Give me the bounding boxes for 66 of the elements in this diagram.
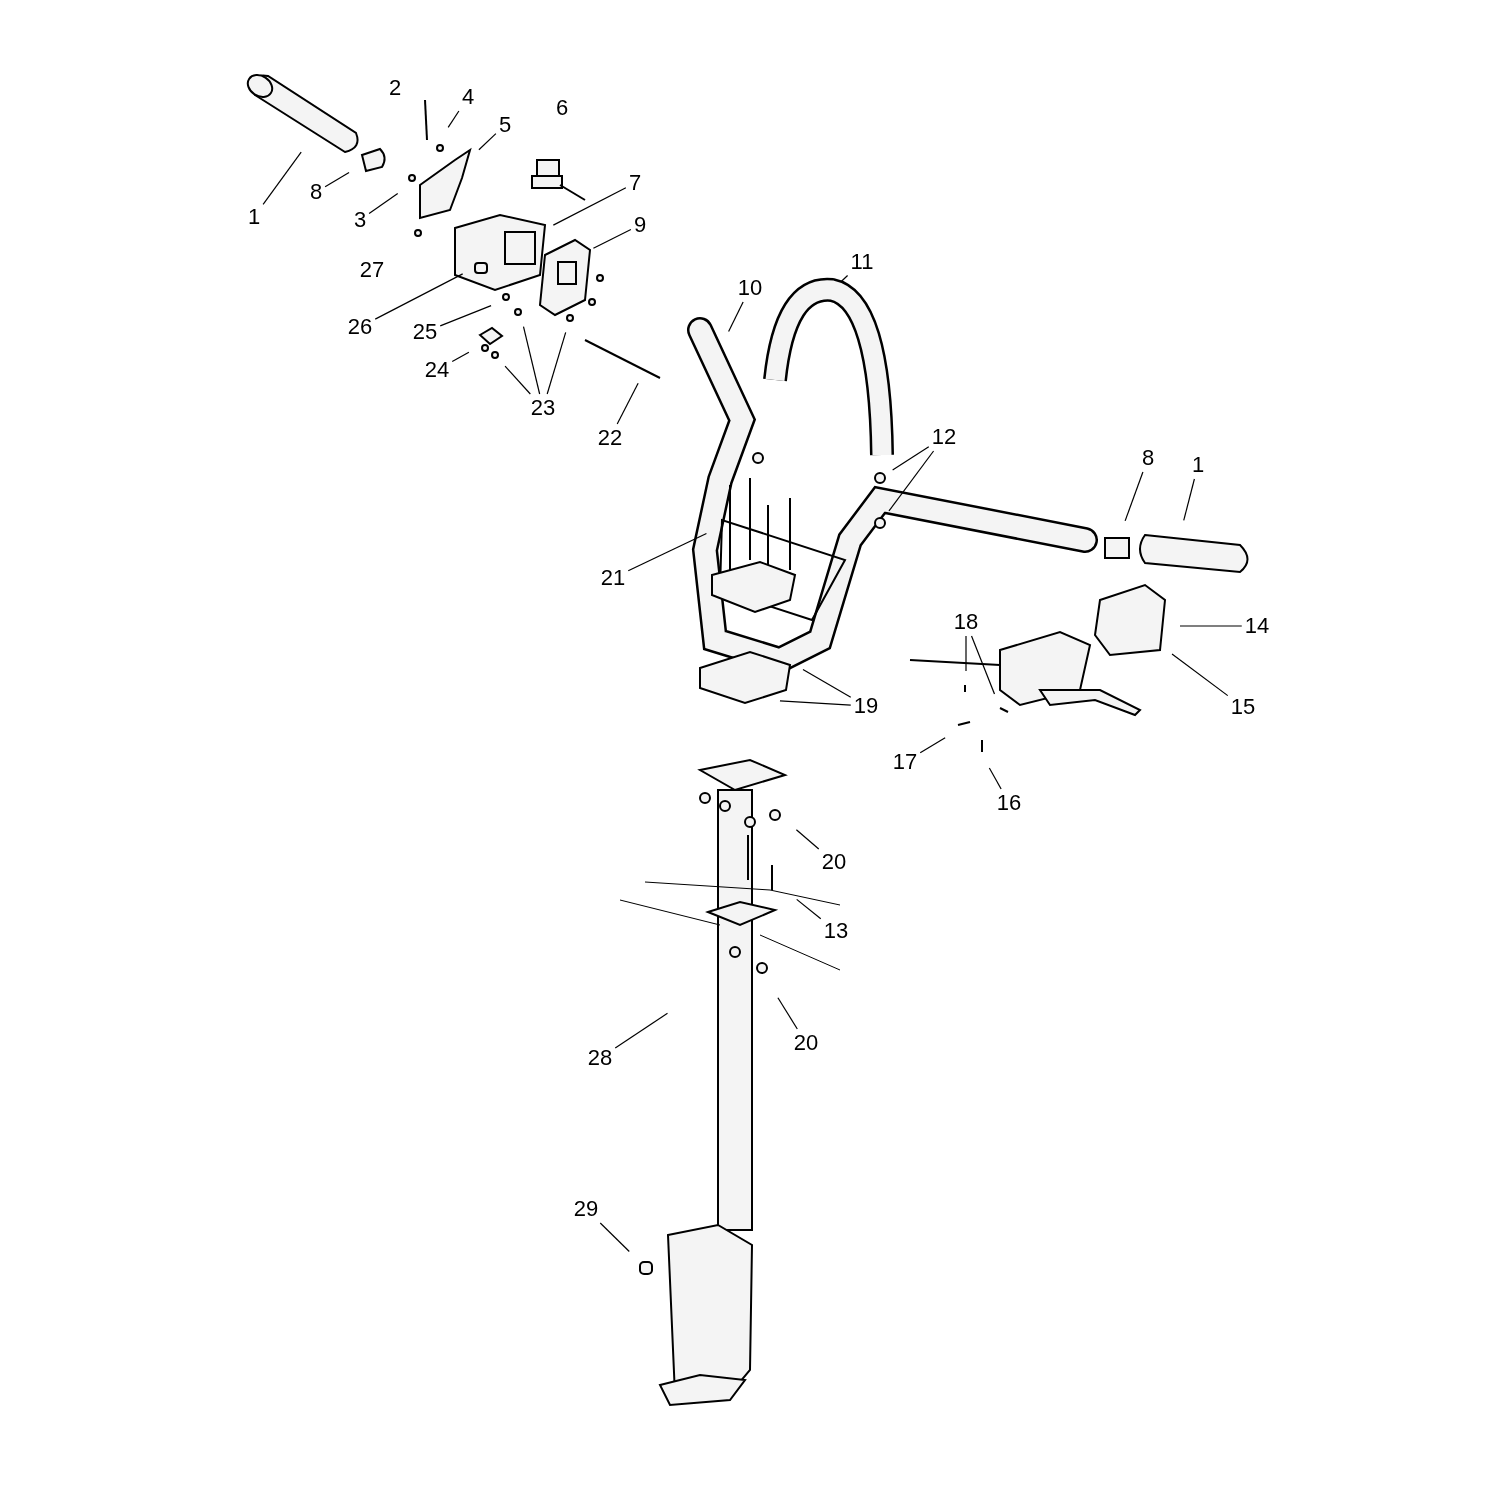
leader-line [892, 446, 930, 471]
leader-line [777, 997, 798, 1030]
leader-line [592, 228, 632, 249]
callout-number: 24 [424, 358, 450, 382]
callout-number: 26 [347, 315, 373, 339]
leader-line [447, 110, 460, 129]
callout-number: 25 [412, 320, 438, 344]
leader-line [374, 273, 464, 320]
callout-number: 8 [1141, 446, 1155, 470]
leader-line [888, 450, 935, 512]
leader-line [970, 635, 996, 695]
leader-line [478, 133, 497, 151]
callout-number: 18 [953, 610, 979, 634]
leader-line [627, 532, 708, 572]
callout-number: 4 [461, 85, 475, 109]
leader-line [919, 737, 946, 754]
callout-number: 29 [573, 1197, 599, 1221]
leader-line [1124, 471, 1144, 522]
leader-line [324, 172, 350, 188]
callout-number: 13 [823, 919, 849, 943]
callout-number: 17 [892, 750, 918, 774]
leader-line [552, 187, 627, 226]
leader-line [728, 301, 744, 333]
leader-line [795, 829, 820, 850]
callout-number: 20 [793, 1031, 819, 1055]
callout-number: 10 [737, 276, 763, 300]
leader-line [522, 326, 541, 395]
leader-line [616, 382, 639, 425]
callout-number: 16 [996, 791, 1022, 815]
callout-number: 23 [530, 396, 556, 420]
callout-number: 7 [628, 171, 642, 195]
callout-number: 28 [587, 1046, 613, 1070]
callout-number: 27 [359, 258, 385, 282]
leader-line [451, 351, 470, 363]
callout-number: 1 [247, 205, 261, 229]
callout-number: 15 [1230, 695, 1256, 719]
callout-number: 8 [309, 180, 323, 204]
leader-line [546, 331, 567, 395]
leader-line [599, 1222, 630, 1253]
leader-line [988, 767, 1002, 790]
leader-line [439, 304, 492, 327]
callout-number: 5 [498, 113, 512, 137]
callout-number: 9 [633, 213, 647, 237]
callout-number: 21 [600, 566, 626, 590]
leader-line [779, 700, 852, 706]
leader-line [796, 898, 822, 920]
leader-line [614, 1012, 669, 1049]
leader-line [802, 668, 852, 698]
leader-line [1171, 653, 1229, 697]
leader-line [1179, 625, 1243, 627]
leader-line [840, 274, 849, 283]
callout-number: 14 [1244, 614, 1270, 638]
leader-line [965, 635, 967, 672]
callout-number: 11 [850, 250, 874, 274]
callout-number: 6 [555, 96, 569, 120]
callout-number: 22 [597, 426, 623, 450]
callout-number: 3 [353, 208, 367, 232]
callout-number: 19 [853, 694, 879, 718]
callout-number: 12 [931, 425, 957, 449]
leader-line [262, 151, 302, 206]
leader-line [504, 365, 531, 395]
leader-line [368, 193, 399, 215]
leader-line [1183, 478, 1195, 522]
callout-number: 1 [1191, 453, 1205, 477]
callout-number: 20 [821, 850, 847, 874]
callout-number: 2 [388, 76, 402, 100]
